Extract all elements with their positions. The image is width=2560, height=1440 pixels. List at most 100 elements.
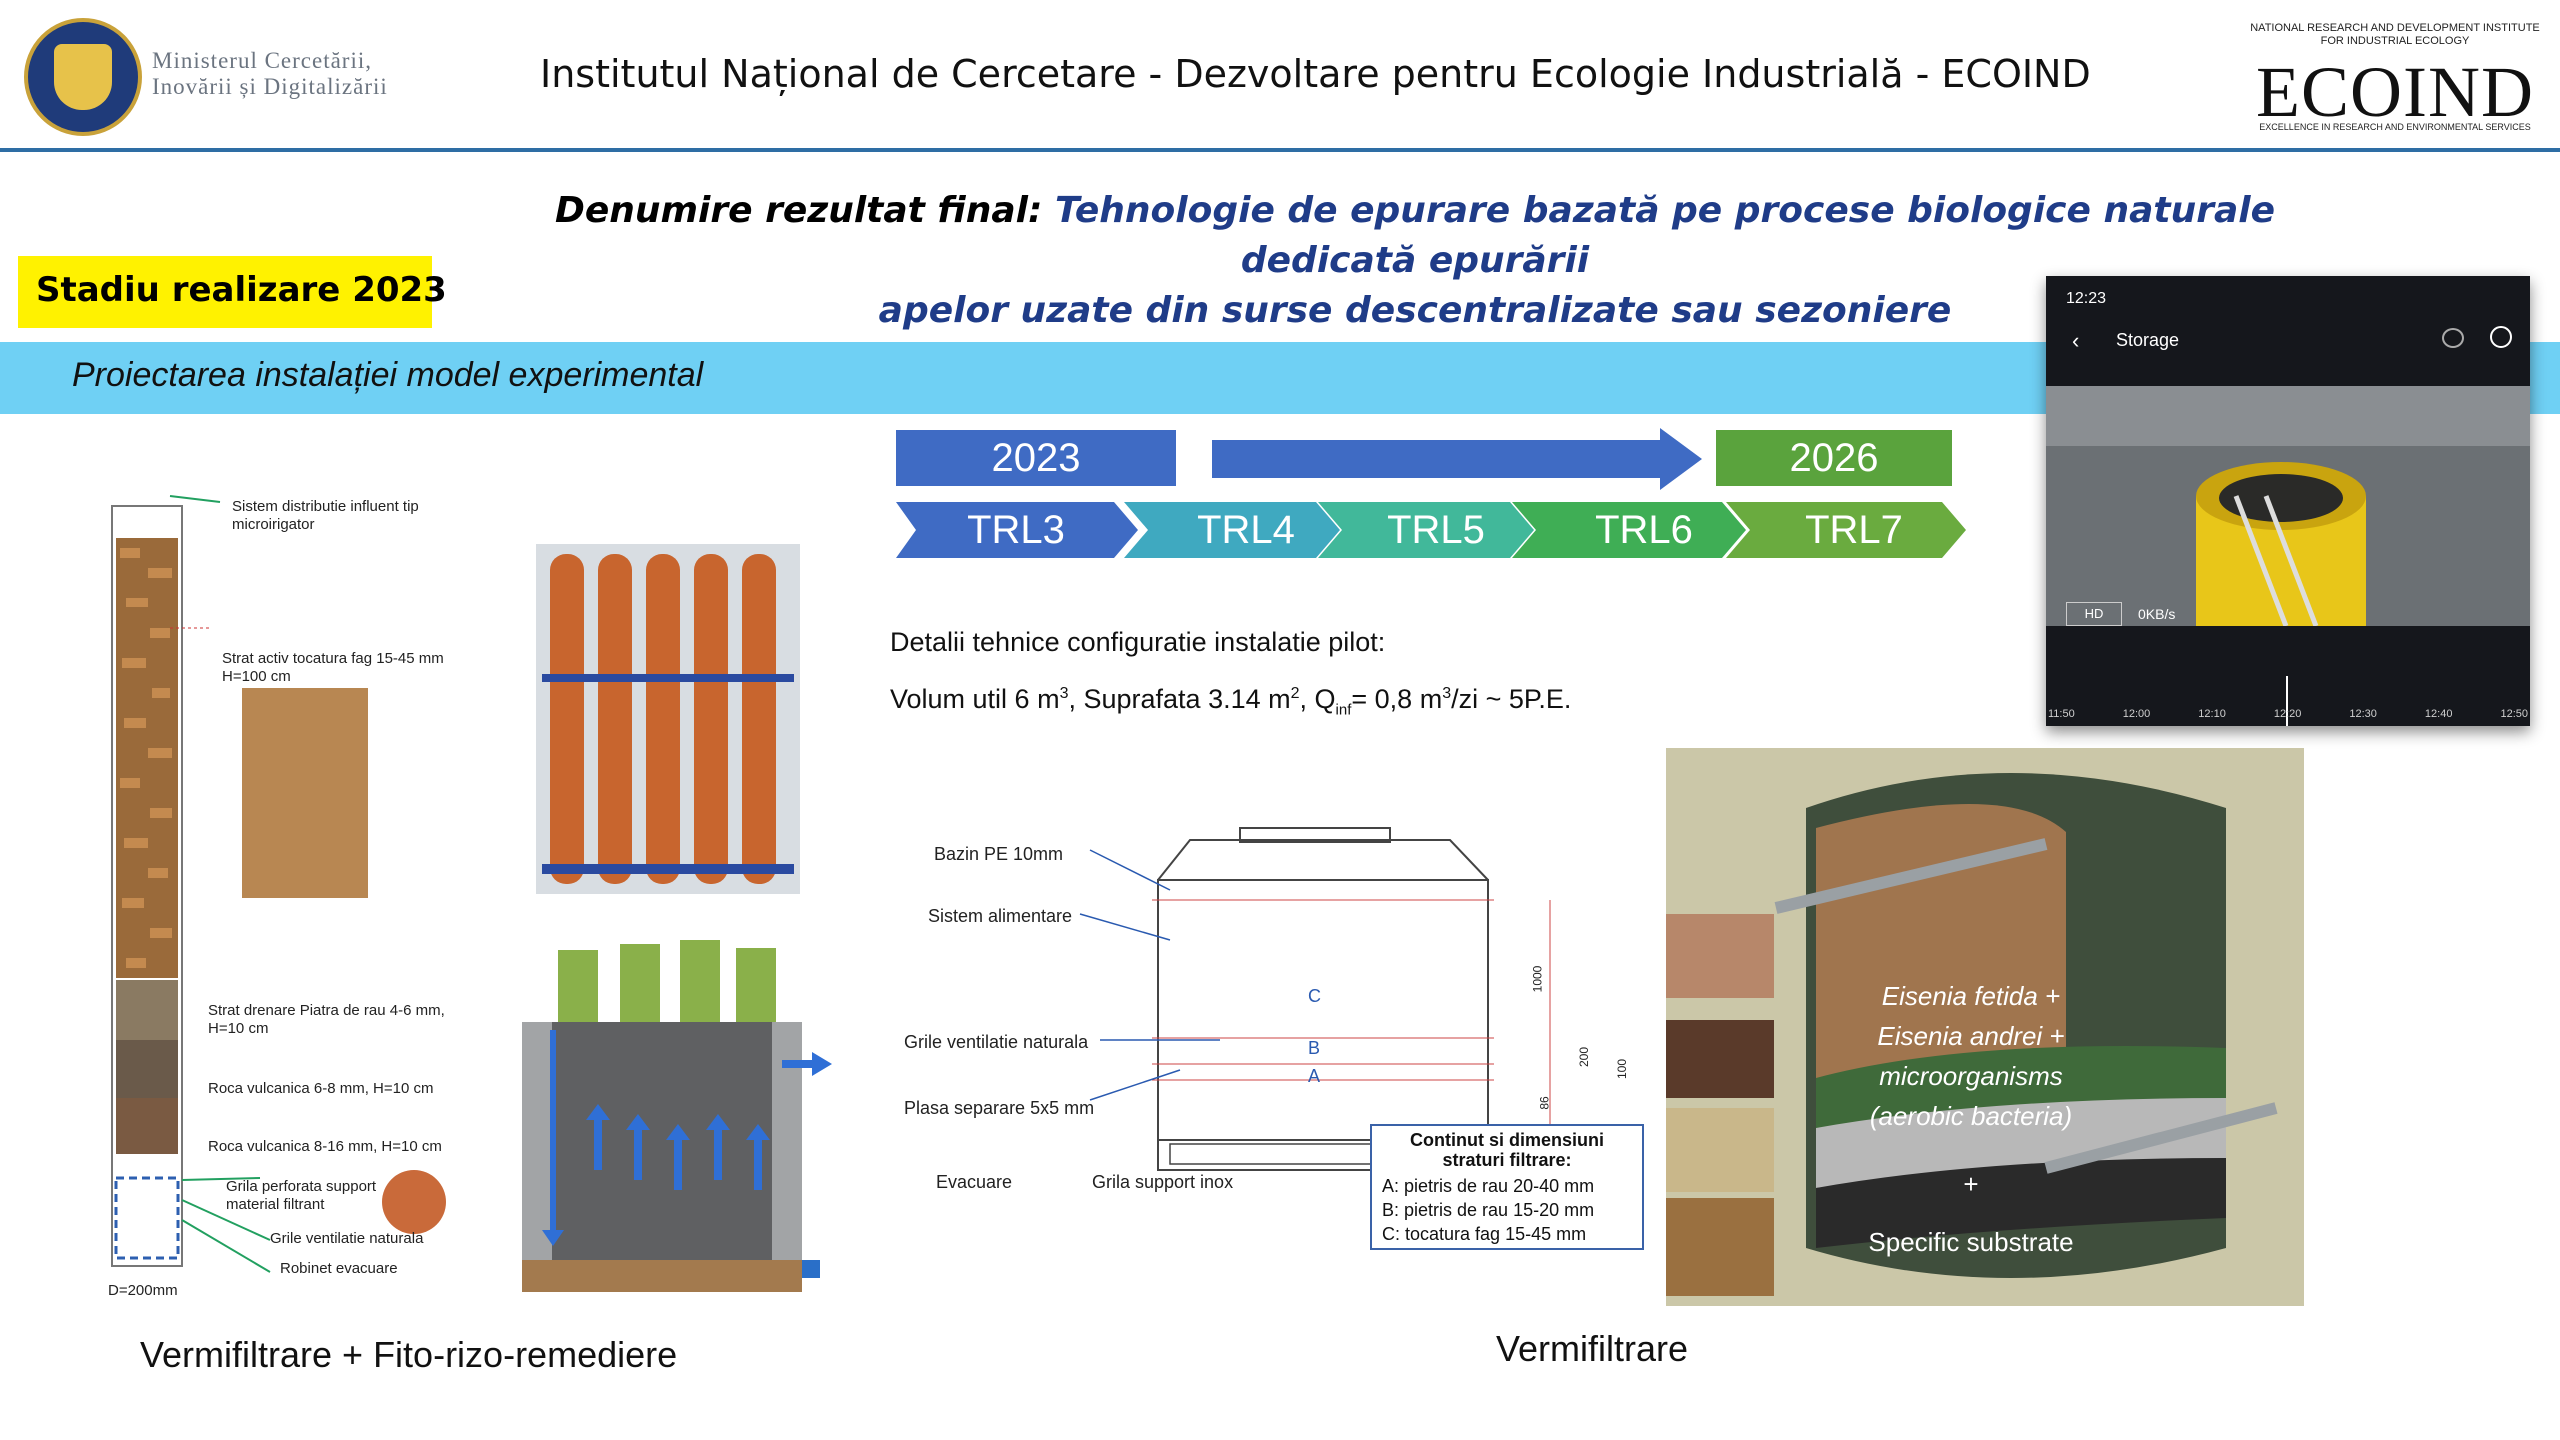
ecoind-name: ECOIND [2256,52,2534,132]
camera-app-screenshot: 12:23 ‹ Storage HD 0KB/s 11:50 12:00 12:… [2046,276,2530,726]
institute-title: Institutul Național de Cercetare - Dezvo… [540,52,2091,96]
camera-video-frame[interactable] [2046,386,2530,626]
vermifilter-column-diagram: Sistem distributie influent tip microiri… [70,488,450,1299]
pilot-tank-schematic: Bazin PE 10mm Sistem alimentare Grile ve… [890,800,1650,1270]
label-tank: Bazin PE 10mm [934,844,1064,864]
render-text-line-1: Eisenia fetida + [1881,981,2061,1011]
time-tick: 12:10 [2198,708,2226,720]
perforated-grid-photo [382,1170,446,1234]
caption-vermifiltration-phyto: Vermifiltrare + Fito-rizo-remediere [140,1334,678,1375]
caption-vermifiltration: Vermifiltrare [1496,1328,1689,1369]
ministry-name: Ministerul Cercetării, Inovării și Digit… [152,48,442,100]
status-badge-text: Stadiu realizare 2023 [36,270,447,310]
label-separation-mesh: Plasa separare 5x5 mm [904,1098,1095,1118]
vermifilter-render-image [1666,748,2304,1306]
ecoind-top-line-2: FOR INDUSTRIAL ECOLOGY [2320,35,2470,47]
result-title-line-2: apelor uzate din surse descentralizate s… [878,290,1952,331]
timeline-arrow-icon [1212,428,1702,490]
tech-sup: 3 [1059,685,1069,702]
legend-layer-a: A: pietris de rau 20-40 mm [1382,1176,1595,1196]
legend-layer-b: B: pietris de rau 15-20 mm [1382,1200,1595,1220]
render-text-plus: + [1963,1169,1979,1199]
label-drain-tap: Robinet evacuare [280,1260,398,1277]
render-text-line-2: Eisenia andrei + [1877,1021,2065,1051]
header [0,0,2560,150]
tech-flow-value: = 0,8 m [1351,684,1443,714]
label-ventilation: Grile ventilatie naturala [904,1032,1089,1052]
label-layer-b: B [1308,1038,1321,1058]
label-feed-system: Sistem alimentare [928,906,1073,926]
playback-timeline[interactable]: 11:50 12:00 12:10 12:20 12:30 12:40 12:5… [2046,676,2530,726]
tech-flow-label: , Q [1299,684,1336,714]
phone-screen-title: Storage [2116,330,2180,350]
back-arrow-icon[interactable]: ‹ [2072,328,2080,353]
label-dim-86: 86 [1537,1096,1552,1110]
label-drainage-layer: Strat drenare Piatra de rau 4-6 mm, H=10… [208,1002,445,1037]
render-text-substrate: Specific substrate [1868,1227,2074,1257]
phytoremediation-diagram [520,930,832,1300]
legend-title-line-2: straturi filtrare: [1442,1150,1572,1170]
label-distribution: Sistem distributie influent tip microiri… [232,498,419,533]
time-tick: 12:40 [2424,708,2453,720]
settings-icon[interactable] [2490,326,2512,348]
render-text-line-3: microorganisms [1879,1061,2063,1091]
section-title: Proiectarea instalației model experiment… [72,356,704,394]
ministry-line-1: Ministerul Cercetării, [152,48,372,73]
vermifilter-3d-render: Eisenia fetida + Eisenia andrei + microo… [1666,748,2304,1306]
pilot-columns-photo [536,544,800,894]
result-title: Denumire rezultat final: Tehnologie de e… [500,186,2330,336]
ecoind-tagline: EXCELLENCE IN RESEARCH AND ENVIRONMENTAL… [2259,122,2531,132]
trl-5: TRL5 [1387,508,1485,552]
tech-flow-subscript: inf [1335,701,1352,719]
label-layer-a: A [1308,1066,1321,1086]
result-title-line-1: Tehnologie de epurare bazată pe procese … [1054,190,2276,281]
label-dim-100: 100 [1615,1058,1630,1080]
yellow-tank-image [2046,386,2530,626]
result-label: Denumire rezultat final: [554,190,1055,231]
orange-pipes-image [536,544,800,894]
ministry-line-2: Inovării și Digitalizării [152,74,388,99]
label-perforated-grid: Grila perforata support material filtran… [226,1178,377,1213]
time-tick: 12:00 [2122,708,2151,720]
bitrate-readout: 0KB/s [2138,606,2176,622]
tech-details-values: Volum util 6 m3, Suprafata 3.14 m2, Qinf… [890,684,1790,718]
trl-7: TRL7 [1805,508,1903,552]
ecoind-top-text: NATIONAL RESEARCH AND DEVELOPMENT INSTIT… [2250,22,2540,48]
label-active-layer: Strat activ tocatura fag 15-45 mm H=100 … [222,650,444,685]
time-tick: 12:50 [2500,708,2528,720]
label-ventilation-grids: Grile ventilatie naturala [270,1230,424,1247]
time-tick: 12:20 [2273,708,2302,720]
tech-details-heading: Detalii tehnice configuratie instalatie … [890,627,1386,657]
time-tick: 11:50 [2048,708,2075,720]
legend-layer-c: C: tocatura fag 15-45 mm [1382,1224,1587,1244]
quality-dropdown[interactable]: HD [2066,602,2122,626]
ecoind-top-line-1: NATIONAL RESEARCH AND DEVELOPMENT INSTIT… [2250,22,2540,34]
label-volcanic-6-8: Roca vulcanica 6-8 mm, H=10 cm [208,1080,434,1097]
label-volcanic-8-16: Roca vulcanica 8-16 mm, H=10 cm [208,1138,442,1155]
trl-4: TRL4 [1197,508,1295,552]
trl-6: TRL6 [1595,508,1693,552]
label-dim-200: 200 [1577,1046,1592,1068]
trl-chevrons-graphic [896,502,1966,558]
label-outlet: Evacuare [936,1172,1013,1192]
rotate-view-icon[interactable] [2442,328,2464,348]
label-diameter: D=200mm [108,1282,178,1299]
government-seal-logo [24,18,142,136]
tech-volume: Volum util 6 m [890,684,1060,714]
year-end-box: 2026 [1716,430,1952,486]
tech-sup: 2 [1290,685,1300,702]
label-dim-1000: 1000 [1530,965,1545,993]
tech-flow-suffix: /zi ~ 5P.E. [1451,684,1572,714]
status-badge: Stadiu realizare 2023 [18,256,447,328]
phone-status-time: 12:23 [2066,290,2107,307]
timeline-labels: 11:50 12:00 12:10 12:20 12:30 12:40 12:5… [2048,708,2528,720]
tank-drawing [1079,827,1551,1171]
year-start-box: 2023 [896,430,1176,486]
column-drawing [111,495,271,1273]
trl-3: TRL3 [967,508,1065,552]
wood-chips-photo [242,688,368,898]
time-tick: 12:30 [2349,708,2377,720]
timeline-cursor[interactable] [2286,676,2288,726]
